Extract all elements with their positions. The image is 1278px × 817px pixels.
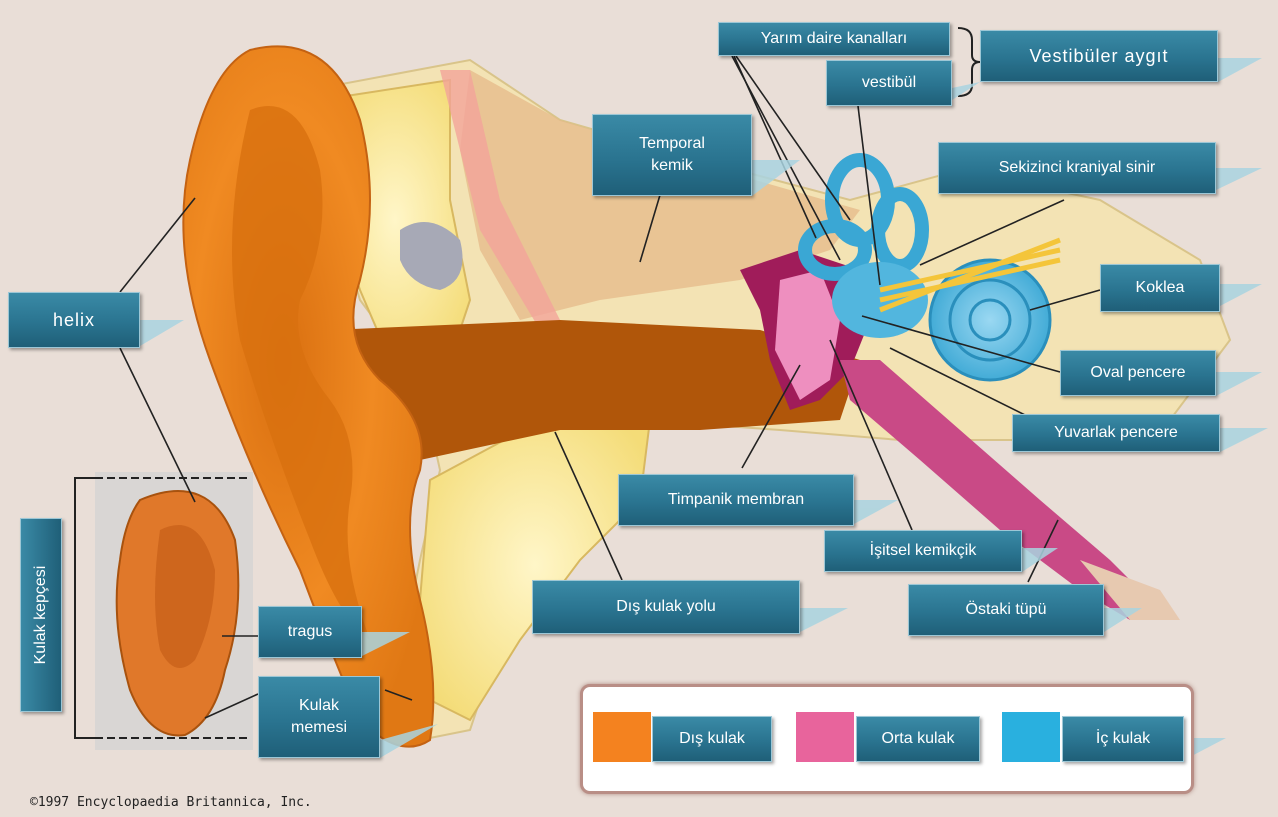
copyright-text: ©1997 Encyclopaedia Britannica, Inc. xyxy=(30,795,312,810)
label-earlobe: Kulak memesi xyxy=(258,676,380,758)
label-temporal-bone: Temporal kemik xyxy=(592,114,752,196)
legend-swatch-inner-ear xyxy=(1002,712,1060,762)
legend-label-outer-ear: Dış kulak xyxy=(652,716,772,762)
label-vestibular-apparatus: Vestibüler aygıt xyxy=(980,30,1218,82)
label-round-window: Yuvarlak pencere xyxy=(1012,414,1220,452)
label-helix: helix xyxy=(8,292,140,348)
label-semicircular-canals: Yarım daire kanalları xyxy=(718,22,950,56)
label-vestibule: vestibül xyxy=(826,60,952,106)
legend-swatch-middle-ear xyxy=(796,712,854,762)
legend-swatch-outer-ear xyxy=(593,712,651,762)
label-oval-window: Oval pencere xyxy=(1060,350,1216,396)
label-tragus: tragus xyxy=(258,606,362,658)
legend-label-inner-ear: İç kulak xyxy=(1062,716,1184,762)
label-pinna: Kulak kepçesi xyxy=(20,518,62,712)
label-outer-ear-canal: Dış kulak yolu xyxy=(532,580,800,634)
label-eustachian-tube: Östaki tüpü xyxy=(908,584,1104,636)
legend-label-middle-ear: Orta kulak xyxy=(856,716,980,762)
label-eighth-cranial-nerve: Sekizinci kraniyal sinir xyxy=(938,142,1216,194)
pinna-bracket xyxy=(75,478,95,738)
label-auditory-ossicles: İşitsel kemikçik xyxy=(824,530,1022,572)
label-tympanic-membrane: Timpanik membran xyxy=(618,474,854,526)
label-cochlea: Koklea xyxy=(1100,264,1220,312)
